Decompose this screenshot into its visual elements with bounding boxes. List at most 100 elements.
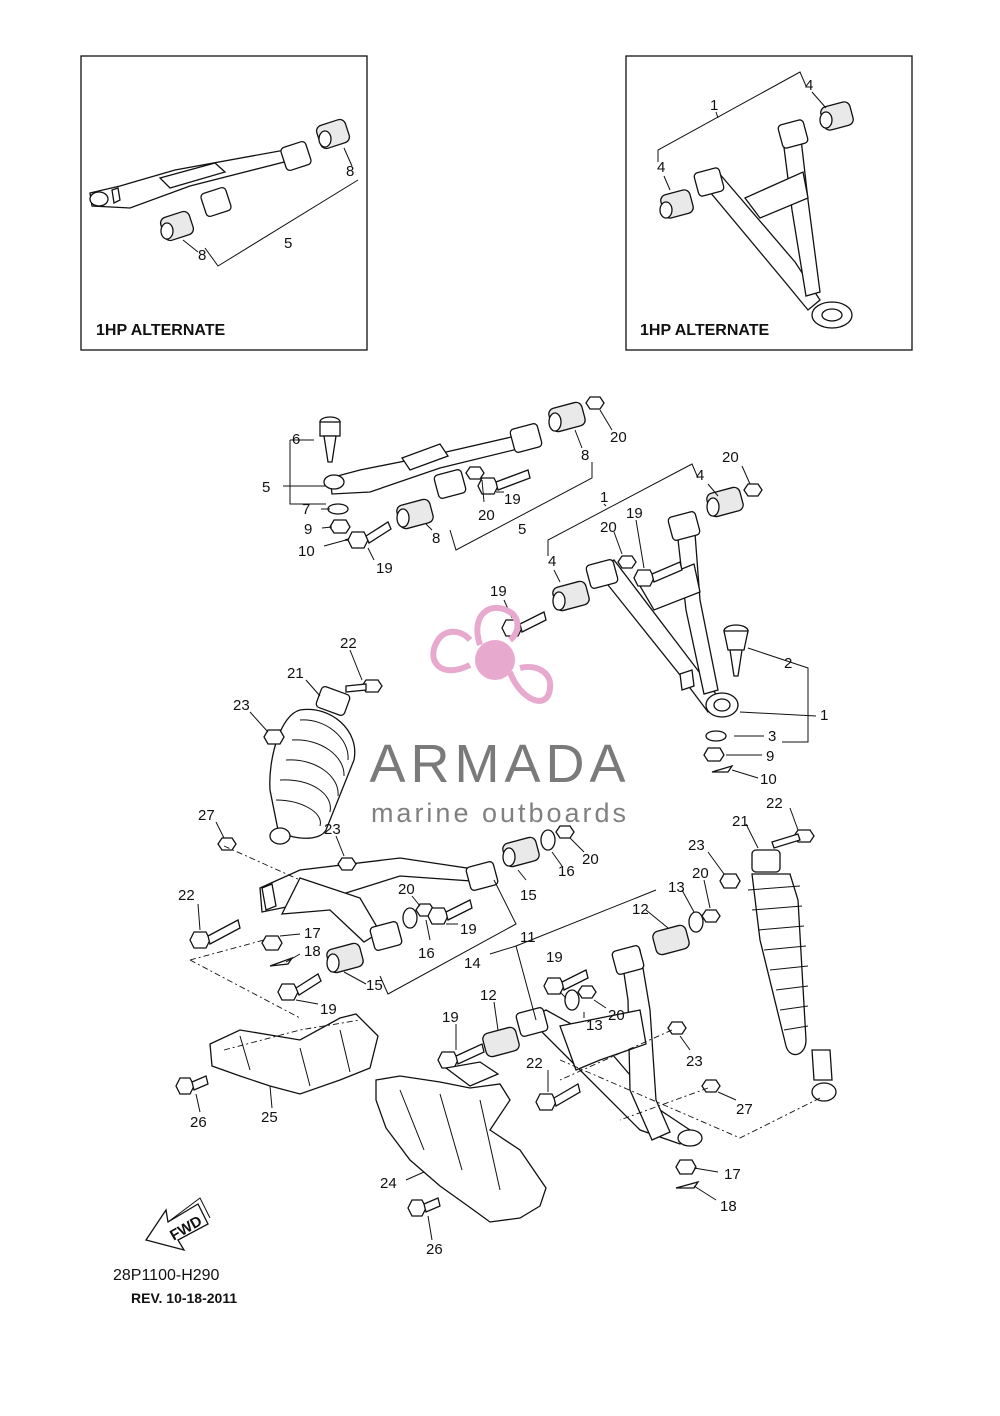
callout-17: 17 (304, 925, 321, 942)
bolt-19 (543, 969, 589, 995)
nut-23 (667, 1021, 687, 1035)
callout-19: 19 (626, 505, 643, 522)
callout-15: 15 (366, 977, 383, 994)
callout-4: 4 (657, 159, 665, 176)
washer-13 (564, 989, 580, 1011)
callout-23: 23 (233, 697, 250, 714)
callout-20: 20 (398, 881, 415, 898)
bolt-19 (427, 899, 473, 925)
callout-16: 16 (558, 863, 575, 880)
callout-10: 10 (298, 543, 315, 560)
inset-right-frame (625, 55, 913, 351)
callout-4: 4 (548, 553, 556, 570)
callout-20: 20 (722, 449, 739, 466)
callout-3: 3 (768, 728, 776, 745)
callout-20: 20 (610, 429, 627, 446)
inset-left-frame (80, 55, 368, 351)
shock-absorber-right (747, 829, 837, 1102)
bolt-19 (633, 561, 683, 587)
bushings-4 (552, 486, 744, 612)
cotter-pin-18 (675, 1180, 700, 1189)
cotter-pin-18 (269, 956, 294, 967)
callout-19: 19 (546, 949, 563, 966)
callout-13: 13 (586, 1017, 603, 1034)
washer-16 (540, 829, 556, 851)
fwd-arrow-icon (144, 1197, 211, 1252)
callout-5: 5 (262, 479, 270, 496)
washer-16 (402, 907, 418, 929)
bolt-19 (501, 611, 547, 637)
callout-26: 26 (190, 1114, 207, 1131)
callout-25: 25 (261, 1109, 278, 1126)
nut-20 (701, 909, 721, 923)
callout-8: 8 (581, 447, 589, 464)
callout-1: 1 (820, 707, 828, 724)
guard-25 (209, 1013, 379, 1095)
nut-20 (577, 985, 597, 999)
ball-joint-2 (723, 624, 749, 677)
upper-arm-right (585, 511, 739, 718)
ball-joint-upper (319, 416, 341, 463)
callout-27: 27 (736, 1101, 753, 1118)
circlip-7 (327, 503, 349, 515)
callout-20: 20 (478, 507, 495, 524)
callout-15: 15 (520, 887, 537, 904)
callout-16: 16 (418, 945, 435, 962)
inset-right-bushings (659, 101, 854, 219)
callout-11: 11 (520, 929, 536, 946)
callout-21: 21 (287, 665, 304, 682)
callout-19: 19 (460, 921, 477, 938)
callout-19: 19 (442, 1009, 459, 1026)
callout-27: 27 (198, 807, 215, 824)
callout-12: 12 (480, 987, 497, 1004)
bolt-19 (277, 973, 322, 1001)
callout-12: 12 (632, 901, 649, 918)
bolt-19 (347, 521, 392, 549)
lower-arm-left (259, 857, 499, 951)
nut-23 (719, 873, 741, 889)
callout-4: 4 (805, 77, 813, 94)
inset-left-caption: 1HP ALTERNATE (96, 322, 226, 339)
nut-9 (703, 747, 725, 762)
callout-26: 26 (426, 1241, 443, 1258)
inset-right-arm (693, 119, 853, 329)
callout-18: 18 (720, 1198, 737, 1215)
callout-5: 5 (284, 235, 292, 252)
callout-20: 20 (608, 1007, 625, 1024)
callout-4: 4 (696, 467, 704, 484)
callout-5: 5 (518, 521, 526, 538)
nut-20 (585, 396, 605, 410)
callout-19: 19 (376, 560, 393, 577)
callout-23: 23 (688, 837, 705, 854)
callout-13: 13 (668, 879, 685, 896)
callout-22: 22 (178, 887, 195, 904)
callout-19: 19 (320, 1001, 337, 1018)
cotter-pin-10 (711, 764, 734, 773)
lower-arm-front-left (323, 423, 543, 499)
bolt-22 (189, 919, 241, 949)
lower-arm-right (515, 945, 703, 1147)
diagram-code: 28P1100-H290 (113, 1267, 220, 1284)
circlip-3 (705, 730, 727, 742)
inset-left-bushings (159, 118, 351, 242)
shock-absorber-left (269, 679, 383, 845)
callout-7: 7 (302, 501, 310, 518)
bolt-22 (535, 1083, 581, 1111)
callout-1: 1 (710, 97, 718, 114)
callout-20: 20 (600, 519, 617, 536)
callout-20: 20 (692, 865, 709, 882)
nut-17 (261, 935, 283, 951)
callout-20: 20 (582, 851, 599, 868)
bushing-12 (482, 1026, 520, 1058)
nut-23 (337, 857, 357, 871)
bushings-15 (326, 836, 540, 974)
nut-20 (617, 555, 637, 569)
callout-22: 22 (526, 1055, 543, 1072)
bolt-26 (407, 1197, 441, 1217)
callout-22: 22 (766, 795, 783, 812)
bushings-8 (396, 401, 586, 530)
callout-8: 8 (432, 530, 440, 547)
callout-8: 8 (198, 247, 206, 264)
callout-6: 6 (292, 431, 300, 448)
callout-22: 22 (340, 635, 357, 652)
